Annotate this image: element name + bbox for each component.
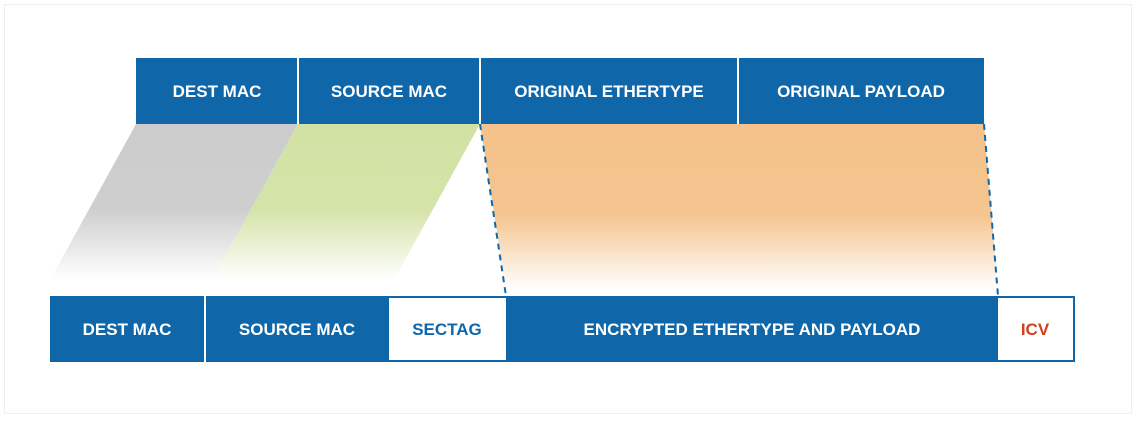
sectag-label: SECTAG xyxy=(412,320,482,339)
original-dest-mac-label: DEST MAC xyxy=(173,82,262,101)
macsec-dest-mac-label: DEST MAC xyxy=(83,320,172,339)
payload-right-dashed-line xyxy=(983,123,999,297)
sectag-box xyxy=(389,298,506,360)
original-ethertype-label: ORIGINAL ETHERTYPE xyxy=(514,82,704,101)
original-source-mac-label: SOURCE MAC xyxy=(331,82,447,101)
source-mac-mapping-band xyxy=(212,124,480,280)
icv-label: ICV xyxy=(1021,320,1050,339)
original-frame: DEST MAC SOURCE MAC ORIGINAL ETHERTYPE O… xyxy=(136,58,984,124)
macsec-frame: DEST MAC SOURCE MAC SECTAG ENCRYPTED ETH… xyxy=(50,296,1075,362)
dest-mac-mapping-band xyxy=(50,124,298,280)
original-frame-bar xyxy=(136,58,984,124)
original-payload-label: ORIGINAL PAYLOAD xyxy=(777,82,945,101)
payload-mapping-band xyxy=(480,124,998,290)
icv-box xyxy=(998,298,1073,360)
macsec-frame-bar xyxy=(50,296,1075,362)
encrypted-payload-label: ENCRYPTED ETHERTYPE AND PAYLOAD xyxy=(584,320,921,339)
payload-left-dashed-line xyxy=(479,123,507,297)
macsec-source-mac-label: SOURCE MAC xyxy=(239,320,355,339)
